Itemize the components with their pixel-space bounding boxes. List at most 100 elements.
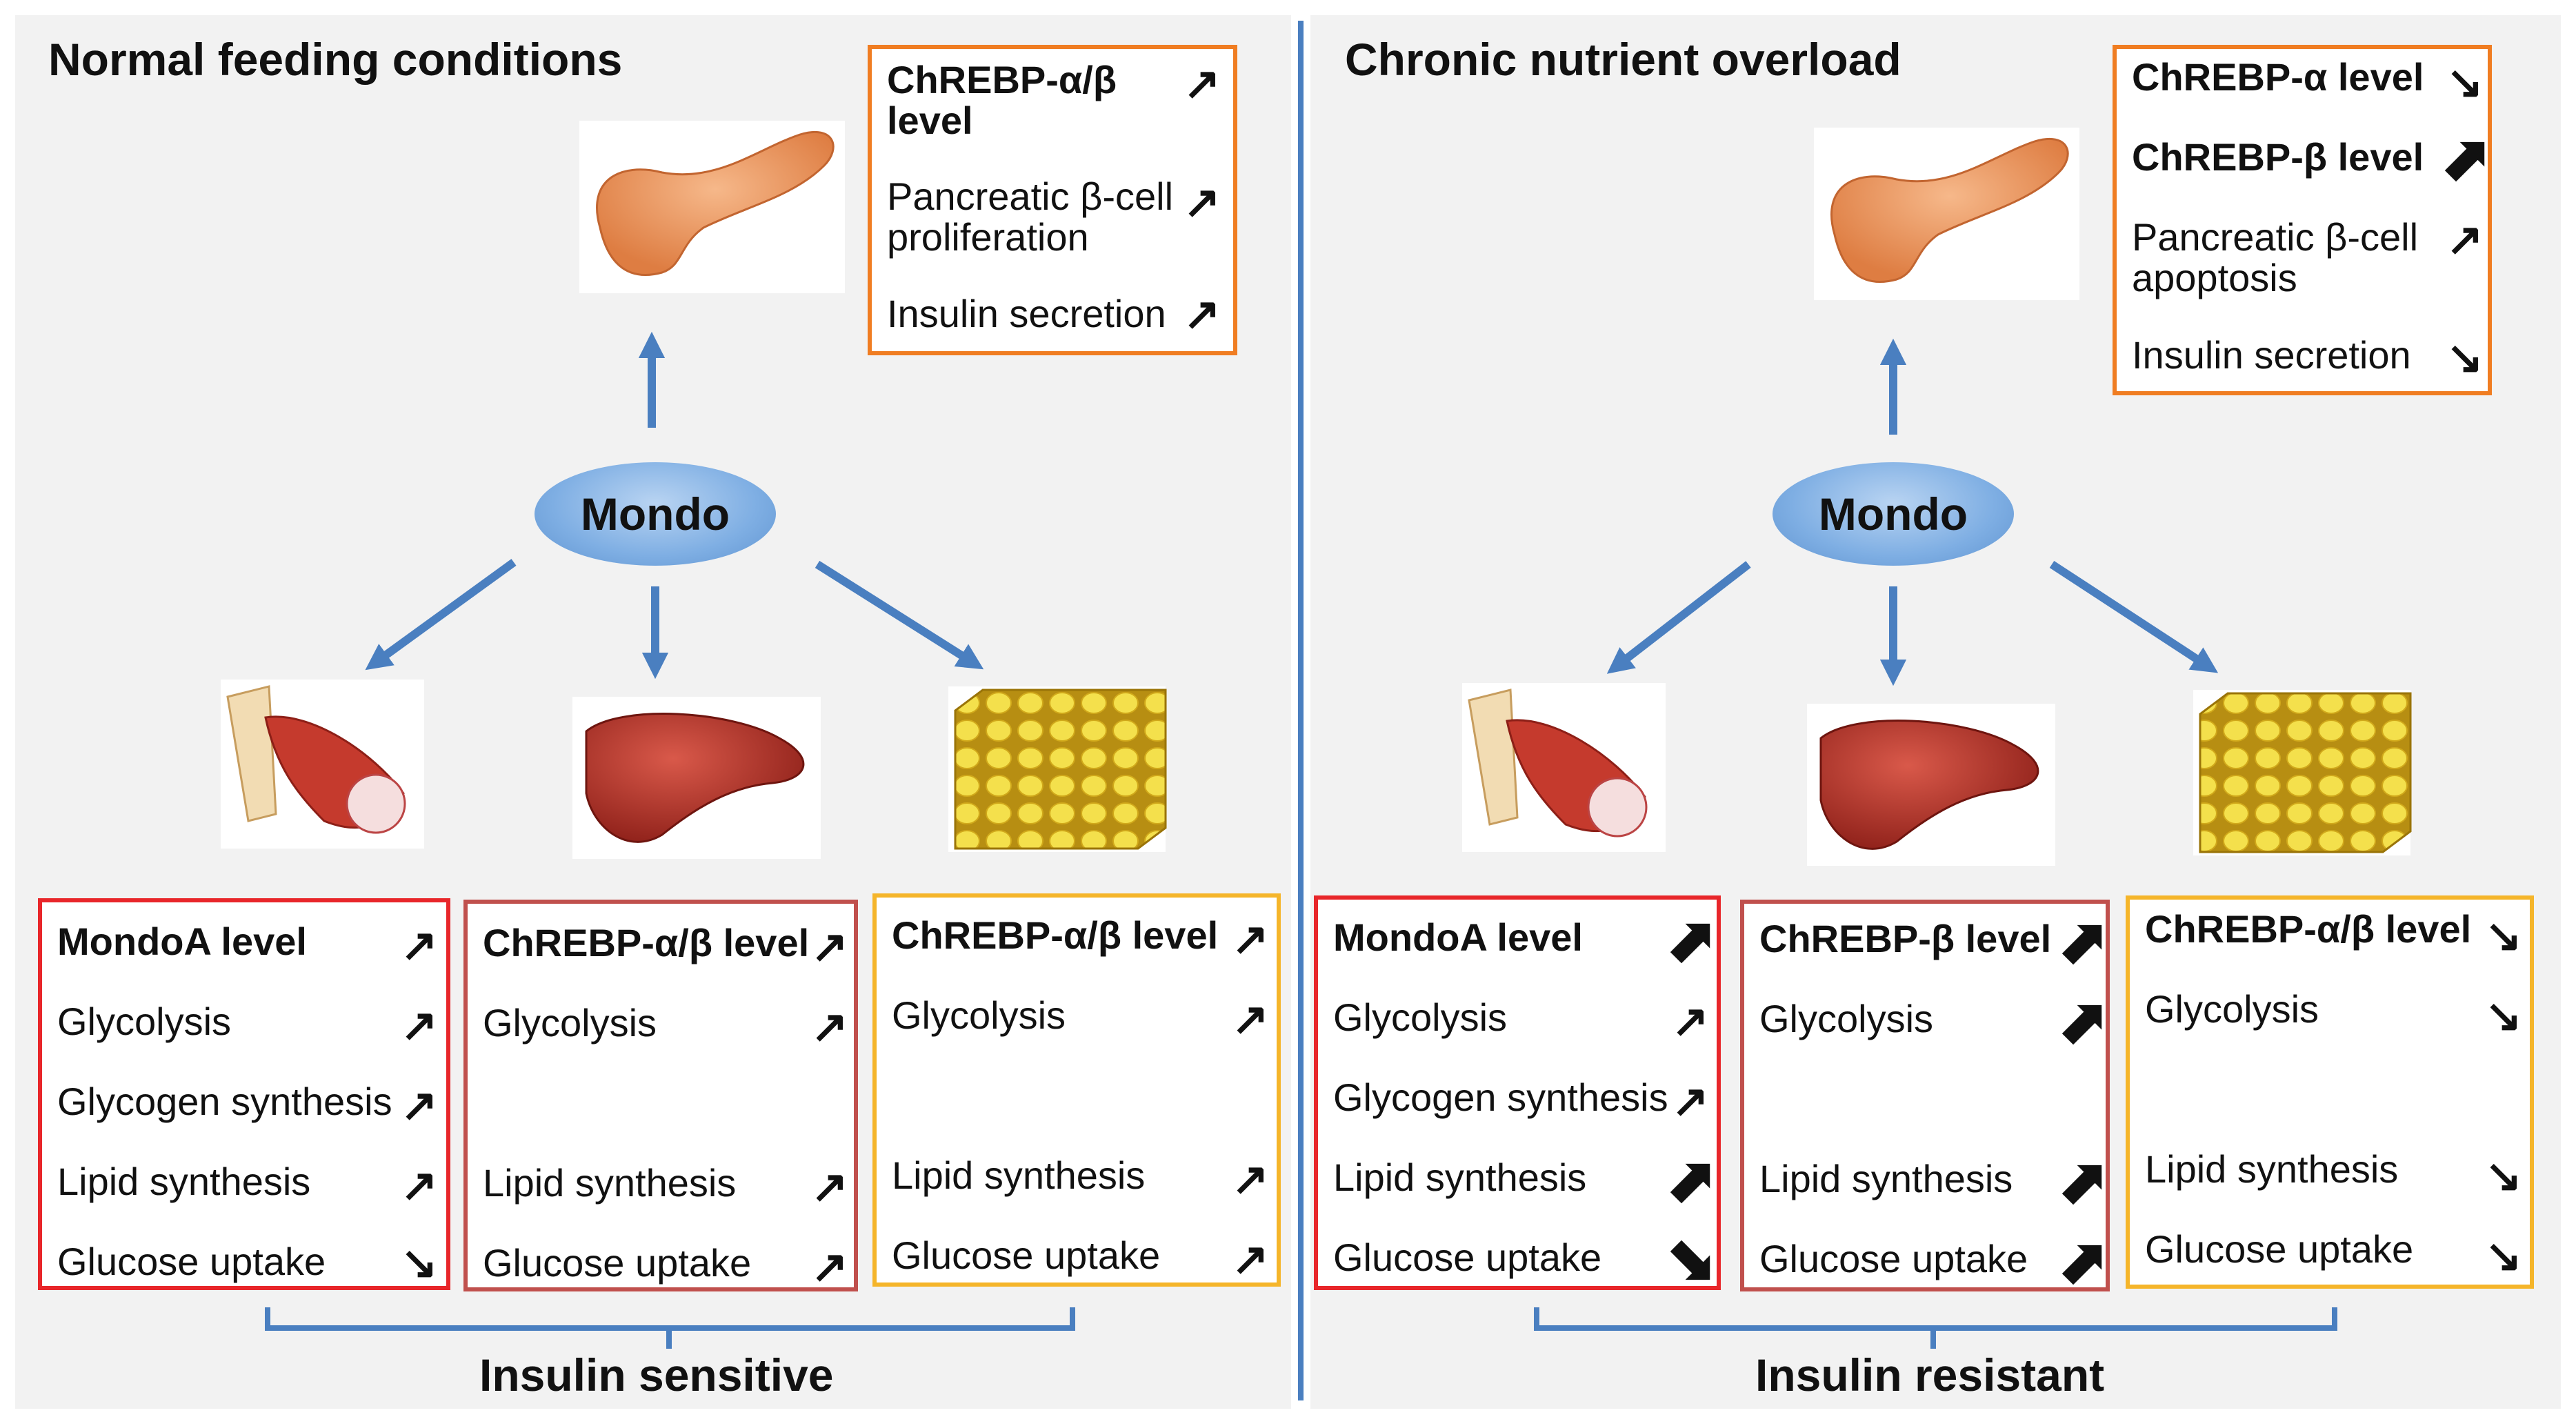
row-label: MondoA level [57,920,307,963]
left-flow-arrows [365,331,984,680]
row-label: Glucose uptake [483,1241,752,1285]
row-label: Pancreatic β-cell apoptosis [2132,215,2419,299]
arrow-to-muscle-left [365,559,517,671]
row-label: Glycogen synthesis [1333,1076,1668,1119]
row-label: Glycolysis [2145,987,2319,1031]
right-muscle-box: MondoA level ⬈ Glycolysis ↗ Glycogen syn… [1314,895,1721,1290]
row-label: Lipid synthesis [483,1161,737,1205]
trend-arrow: ↗ [811,922,848,971]
trend-arrow: ↗ [401,1000,438,1050]
mondo-node-left: Mondo [535,462,776,566]
right-bracket [1534,1307,2337,1349]
adipose-illustration-right [2193,690,2412,855]
trend-arrow: ↘ [2485,911,2522,960]
right-pancreas-box: ChREBP-α level ↘ ChREBP-β level ⬈ Pancre… [2113,45,2492,395]
row-label: Pancreatic β-cell proliferation [887,175,1174,259]
left-muscle-box: MondoA level ↗ Glycolysis ↗ Glycogen syn… [38,898,450,1290]
left-footer-label: Insulin sensitive [479,1349,834,1400]
row-label: Glucose uptake [57,1240,326,1283]
right-liver-box: ChREBP-β level ⬈ Glycolysis ⬈ Lipid synt… [1740,900,2110,1291]
row-label: ChREBP-α/β level [892,913,1219,957]
trend-arrow: ↗ [401,1080,438,1130]
arrow-to-adipose-right [2049,560,2219,673]
trend-arrow: ⬈ [2058,1227,2109,1295]
muscle-illustration-left [221,680,424,849]
row-label: Glycolysis [1333,996,1508,1039]
row-label: ChREBP-β level [1759,917,2052,960]
right-footer-label: Insulin resistant [1755,1349,2105,1400]
trend-arrow: ⬈ [2058,1147,2109,1215]
mondo-label-left: Mondo [580,488,730,539]
trend-arrow: ↘ [2485,1231,2522,1280]
row-label: Insulin secretion [887,292,1166,335]
trend-arrow: ↗ [401,1160,438,1210]
arrow-to-adipose-left [815,560,984,670]
muscle-illustration-right [1462,683,1666,852]
row-label: ChREBP-α level [2132,55,2424,99]
trend-arrow: ↗ [401,920,438,970]
trend-arrow: ↘ [2485,991,2522,1040]
trend-arrow: ↘ [2446,57,2484,107]
trend-arrow: ↗ [811,1162,848,1211]
row-label: ChREBP-α/β level [887,58,1117,142]
row-label: Glycolysis [57,1000,232,1043]
trend-arrow: ⬈ [2441,123,2492,192]
row-label: ChREBP-α/β level [2145,907,2472,951]
trend-arrow: ⬈ [1666,1145,1717,1214]
trend-arrow: ↗ [1232,994,1269,1044]
trend-arrow: ↗ [1672,1076,1709,1126]
row-label: MondoA level [1333,915,1583,959]
left-pancreas-box: ChREBP-α/β level ↗ Pancreatic β-cell pro… [868,45,1237,355]
left-liver-box: ChREBP-α/β level ↗ Glycolysis ↗ Lipid sy… [463,900,858,1291]
row-label: Lipid synthesis [1333,1156,1587,1199]
left-adipose-box: ChREBP-α/β level ↗ Glycolysis ↗ Lipid sy… [872,893,1281,1287]
trend-arrow: ↘ [2446,333,2484,382]
row-label: ChREBP-α/β level [483,921,810,964]
left-title: Normal feeding conditions [48,34,623,85]
pancreas-illustration-right [1814,128,2079,300]
trend-arrow: ↗ [1232,1154,1269,1204]
row-label: Glucose uptake [1759,1237,2028,1280]
right-flow-arrows [1606,338,2219,686]
left-bracket [265,1307,1075,1349]
trend-arrow: ↘ [401,1238,438,1287]
trend-arrow: ↗ [1184,59,1221,108]
row-label: Lipid synthesis [57,1160,311,1203]
adipose-illustration-left [948,686,1167,852]
right-adipose-box: ChREBP-α/β level ↘ Glycolysis ↘ Lipid sy… [2126,895,2534,1289]
row-label: Insulin secretion [2132,333,2411,377]
trend-arrow: ↗ [1184,177,1221,227]
row-label: Lipid synthesis [2145,1147,2399,1191]
mondo-node-right: Mondo [1773,462,2014,566]
liver-illustration-right [1807,704,2055,866]
row-label: Glucose uptake [2145,1227,2414,1271]
trend-arrow: ⬊ [1666,1225,1717,1294]
arrow-to-muscle-right [1606,561,1751,674]
trend-arrow: ⬈ [2058,907,2109,975]
row-label: ChREBP-β level [2132,135,2424,179]
trend-arrow: ↗ [1184,289,1221,339]
trend-arrow: ⬈ [1666,905,1717,973]
liver-illustration-left [572,697,821,859]
trend-arrow: ↗ [811,1002,848,1051]
row-label: Glycolysis [1759,997,1934,1040]
mondo-label-right: Mondo [1818,488,1968,539]
trend-arrow: ↗ [2446,215,2484,264]
trend-arrow: ⬈ [2058,987,2109,1055]
pancreas-illustration-left [579,121,845,293]
trend-arrow: ↘ [2485,1151,2522,1200]
row-label: Glycogen synthesis [57,1080,392,1123]
row-label: Glycolysis [892,993,1066,1037]
row-label: Lipid synthesis [1759,1157,2013,1200]
row-label: Lipid synthesis [892,1153,1146,1197]
right-title: Chronic nutrient overload [1345,34,1901,85]
panel-divider [1298,21,1304,1400]
trend-arrow: ↗ [1672,996,1709,1046]
trend-arrow: ↗ [1232,914,1269,964]
row-label: Glycolysis [483,1001,657,1044]
row-label: Glucose uptake [1333,1236,1602,1279]
trend-arrow: ↗ [811,1242,848,1291]
trend-arrow: ↗ [1232,1234,1269,1284]
row-label: Glucose uptake [892,1234,1161,1277]
